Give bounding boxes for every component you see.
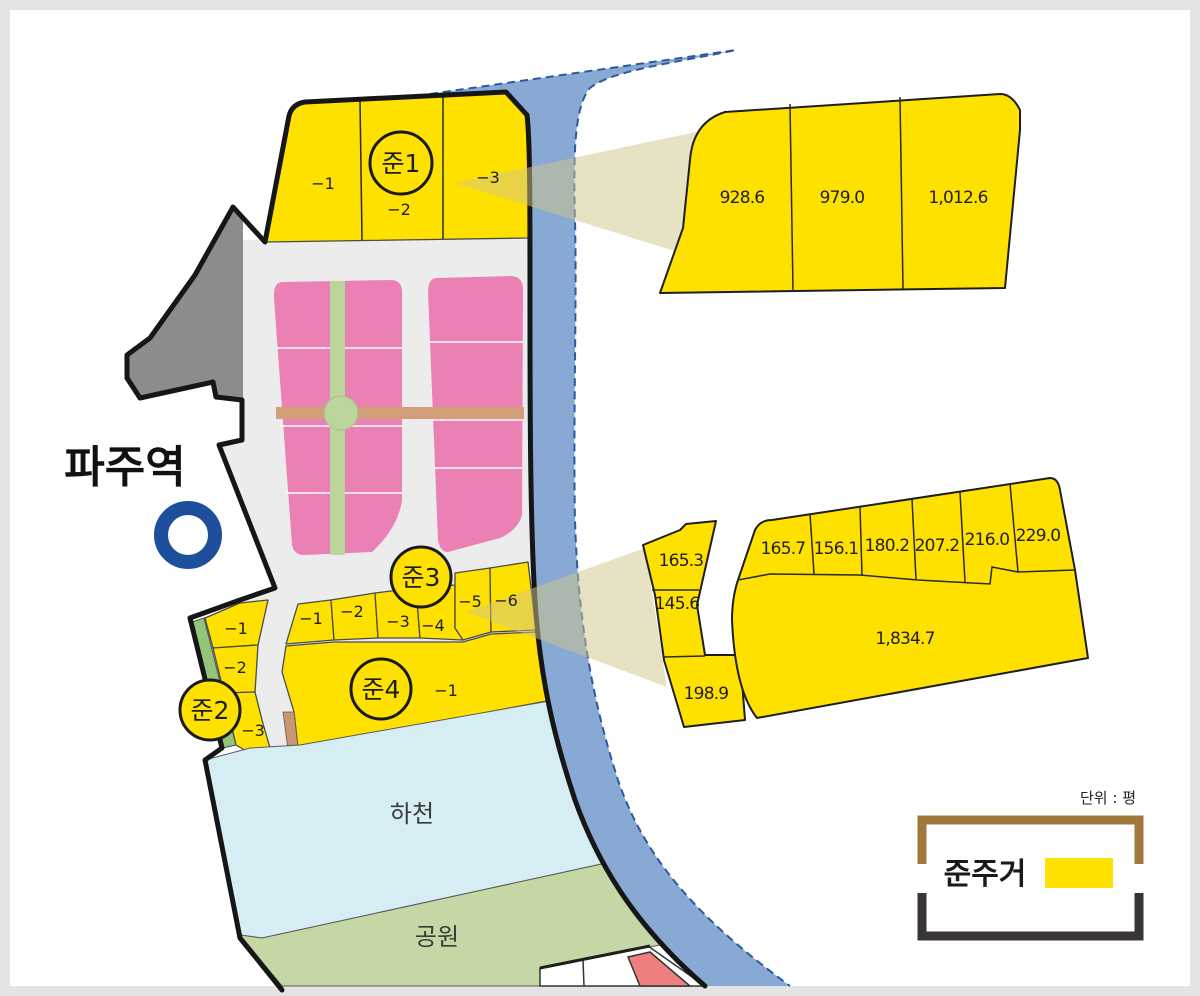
legend-bottom-bracket	[917, 893, 1144, 941]
stream-label: 하천	[390, 800, 434, 828]
callout-jun1-detail	[659, 93, 1021, 294]
jun3-parcel-label: −3	[386, 612, 410, 631]
jun4-parcel-label: −1	[434, 681, 458, 700]
river	[430, 50, 790, 986]
park-label: 공원	[415, 923, 459, 951]
jun3-detail-divider	[809, 513, 815, 575]
station-label: 파주역	[64, 442, 185, 493]
jun1-parcel-label: −2	[387, 200, 411, 219]
jun2-parcel-label: −3	[241, 721, 265, 740]
callout-connector-jun3	[466, 548, 667, 687]
other-zone-gray	[127, 207, 243, 400]
jun2-label: 준2	[191, 696, 230, 725]
jun3-detail-divider	[959, 491, 966, 583]
jun3-detail-small-panel	[642, 520, 746, 728]
jun3-detail-large-panel	[731, 477, 1089, 719]
green-plaza	[323, 395, 359, 431]
legend-top-bracket	[917, 815, 1144, 864]
jun1-detail-area: 1,012.6	[928, 188, 987, 208]
jun3-detail-row-area: 207.2	[915, 536, 960, 556]
jun3-label: 준3	[402, 563, 441, 592]
jun3-detail-row-area: 165.7	[761, 539, 806, 559]
legend: 단위 : 평 준주거	[917, 789, 1144, 941]
legend-label: 준주거	[944, 857, 1027, 892]
jun1-marker	[368, 130, 434, 196]
jun3-detail-row-area: 180.2	[865, 536, 910, 556]
jun3-detail-row-area: 216.0	[965, 530, 1010, 550]
jun1-detail-panel	[659, 93, 1021, 294]
jun3-parcel-label: −1	[299, 609, 323, 628]
jun3-detail-row-area: 229.0	[1016, 526, 1061, 546]
brown-walkway	[276, 407, 524, 419]
jun3-detail-divider	[859, 506, 863, 576]
jun3-detail-row-boundary	[737, 566, 1076, 585]
jun1-parcel-label: −3	[476, 168, 500, 187]
jun1-detail-divider	[899, 96, 904, 290]
jun4-marker	[349, 657, 413, 721]
jun2-parcel-label: −2	[223, 658, 247, 677]
jun3-detail-divider	[911, 498, 917, 580]
callout-connector-jun1	[455, 130, 705, 252]
jun2-marker	[178, 678, 242, 742]
jun3-detail-left-area: 165.3	[659, 551, 704, 571]
jun3-parcel-label: −6	[494, 591, 518, 610]
park-boundary	[539, 944, 651, 970]
jun4-label: 준4	[362, 675, 401, 704]
jun3-parcel-label: −2	[340, 602, 364, 621]
jun3-detail-large-area: 1,834.7	[875, 629, 934, 649]
commercial-parcel-red	[626, 951, 693, 987]
jun3-detail-left-area: 198.9	[684, 684, 729, 704]
jun1-parcel-label: −1	[311, 174, 335, 193]
river-dashed-boundary	[429, 49, 791, 987]
jun3-detail-row-area: 156.1	[814, 539, 859, 559]
jun3-detail-left-area: 145.6	[655, 594, 700, 614]
jun1-label: 준1	[382, 149, 421, 178]
jun3-detail-divider	[662, 655, 706, 658]
station-marker-icon	[154, 501, 222, 569]
jun1-detail-divider	[789, 103, 794, 292]
parcel-line	[582, 959, 585, 987]
legend-swatch	[1045, 858, 1113, 888]
jun1-detail-area: 928.6	[720, 188, 765, 208]
jun2-parcel-label: −1	[224, 619, 248, 638]
unit-note: 단위 : 평	[1080, 789, 1136, 807]
callout-jun3-detail	[642, 477, 1089, 728]
jun1-detail-area: 979.0	[820, 188, 865, 208]
jun3-marker	[389, 545, 453, 609]
jun3-parcel-5	[454, 567, 492, 641]
residential-blocks	[273, 276, 524, 555]
jun3-parcel-label: −5	[458, 592, 482, 611]
jun3-detail-divider	[1009, 483, 1019, 573]
district-outline	[124, 89, 530, 993]
jun1-divider	[359, 99, 363, 241]
jun3-parcel-label: −4	[421, 616, 445, 635]
jun2-parcel-1	[204, 599, 269, 649]
